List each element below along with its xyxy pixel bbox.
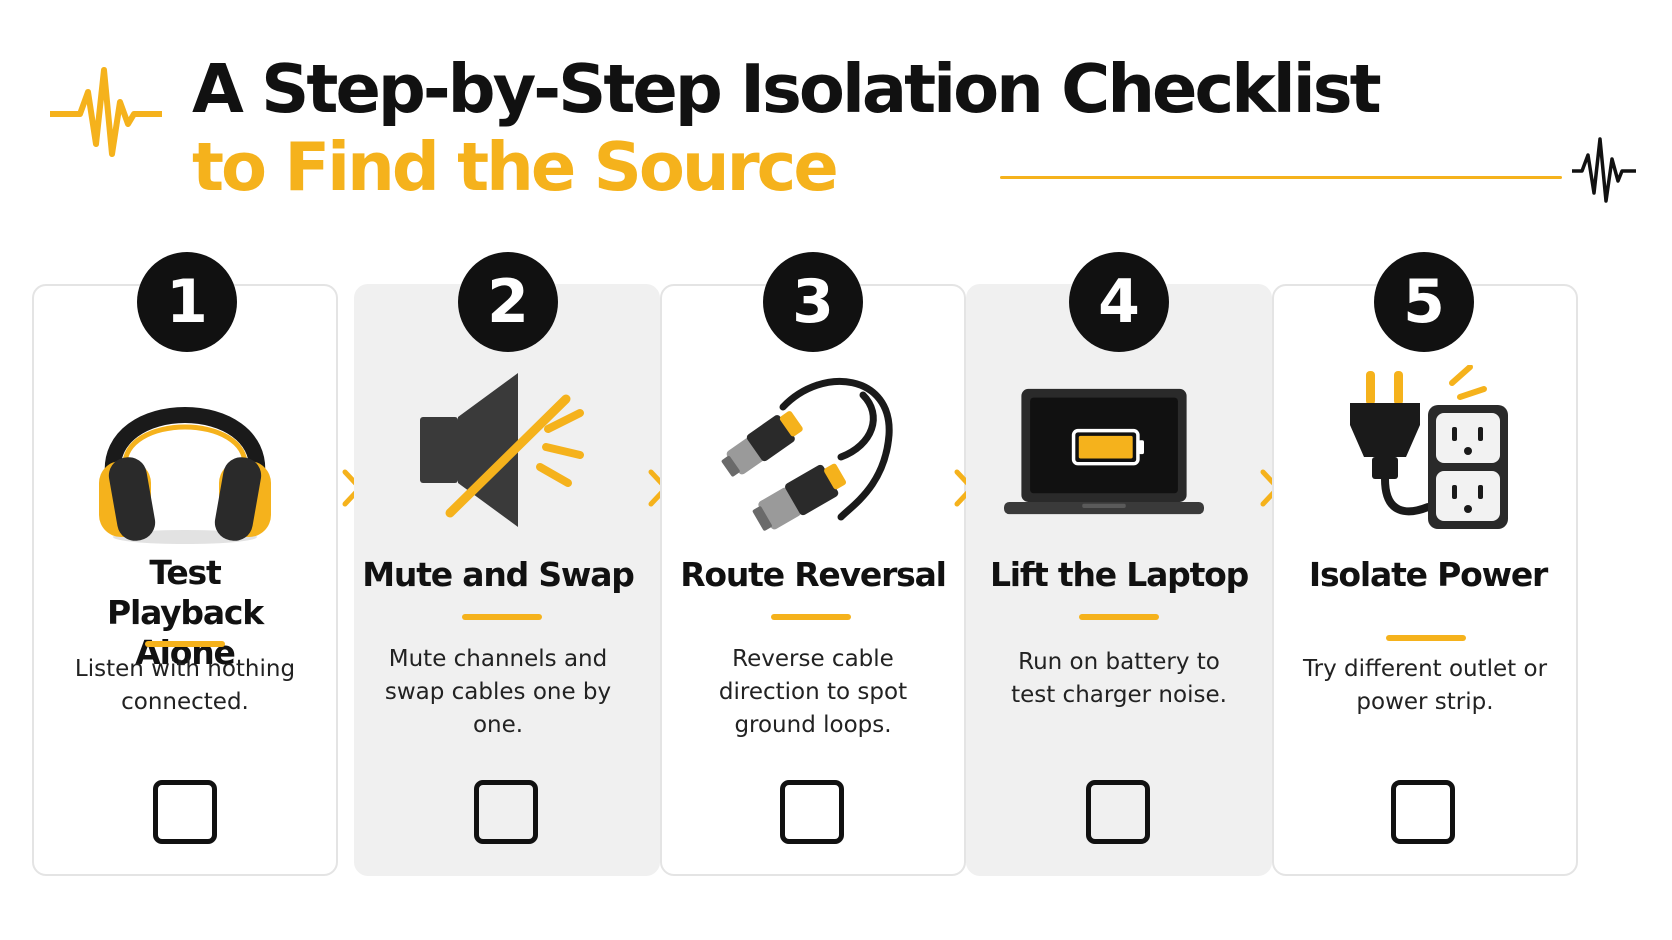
step-number-badge: 2 [458,252,558,352]
accent-bar [771,614,851,620]
header-divider [1000,176,1562,179]
step-title: Test Playback Alone [106,553,264,672]
step-card-1 [32,284,338,876]
step-number-badge: 3 [763,252,863,352]
step-card-4 [966,284,1272,876]
step-checkbox[interactable] [780,780,844,844]
step-title: Mute and Swap [362,555,635,594]
step-number-badge: 1 [137,252,237,352]
step-checkbox[interactable] [153,780,217,844]
accent-bar [145,641,225,647]
step-description: Mute channels and swap cables one by one… [384,646,612,738]
accent-bar [1386,635,1466,641]
step-description: Try different outlet or power strip. [1302,656,1548,715]
accent-bar [1079,614,1159,620]
laptop-battery-icon [1004,388,1204,515]
xlr-cable-icon [721,377,893,531]
muted-speaker-icon [420,373,584,527]
accent-bar [462,614,542,620]
step-checkbox[interactable] [1391,780,1455,844]
plug-outlet-icon [1350,365,1508,529]
step-number-badge: 4 [1069,252,1169,352]
step-card-3 [660,284,966,876]
step-checkbox[interactable] [474,780,538,844]
step-title: Isolate Power [1308,555,1548,594]
step-title: Route Reversal [680,555,947,594]
headphones-icon [99,407,271,544]
step-card-5 [1272,284,1578,876]
step-description: Run on battery to test charger noise. [1011,649,1227,708]
page-title: A Step-by-Step Isolation Checklist [192,50,1382,128]
step-checkbox[interactable] [1086,780,1150,844]
page-subtitle: to Find the Source [192,128,839,206]
step-description: Reverse cable direction to spot ground l… [718,646,908,738]
step-description: Listen with nothing connected. [74,656,296,715]
sound-wave-icon [1572,137,1636,203]
step-number-badge: 5 [1374,252,1474,352]
sound-wave-icon [50,67,162,157]
step-title: Lift the Laptop [989,555,1249,594]
